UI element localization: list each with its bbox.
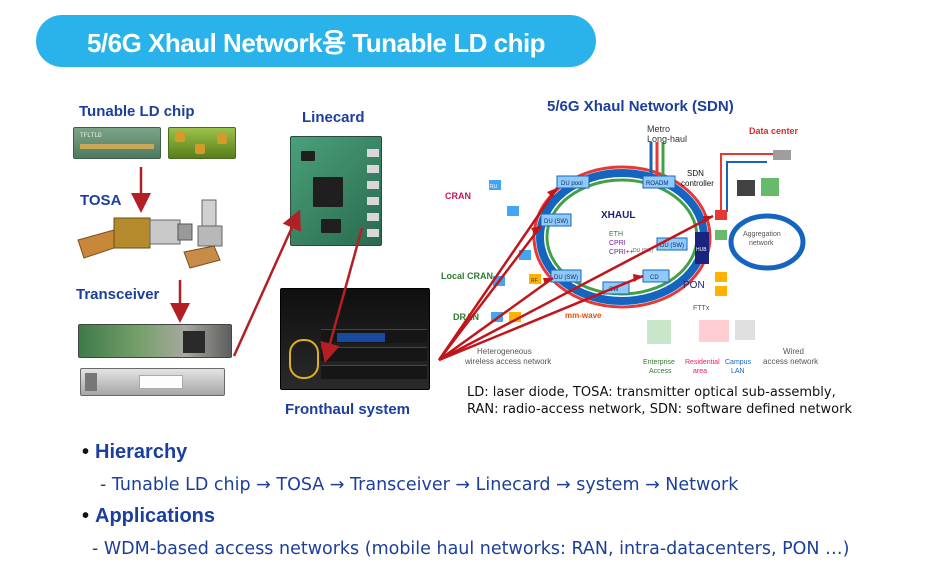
tunable-ld-chip-photo: TFLTLD [73, 127, 161, 159]
caption-line-2: RAN: radio-access network, SDN: software… [467, 402, 853, 417]
svg-text:Access: Access [649, 368, 672, 375]
svg-text:CRAN: CRAN [445, 191, 471, 201]
svg-text:CD: CD [650, 275, 659, 281]
hierarchy-text: - Tunable LD chip → TOSA → Transceiver →… [100, 475, 739, 495]
svg-text:Campus: Campus [725, 359, 752, 366]
svg-text:DU (SW): DU (SW) [633, 248, 653, 254]
transceiver-label: Transceiver [76, 286, 160, 303]
fronthaul-system-label: Fronthaul system [285, 401, 411, 418]
transceiver-photo-2 [80, 368, 225, 396]
svg-text:LAN: LAN [731, 368, 745, 375]
svg-text:ROADM: ROADM [646, 181, 668, 187]
svg-text:Residential: Residential [685, 359, 720, 366]
network-node-boxes: DU pool DU (SW) DU (SW) DU (SW) ROADM SW… [489, 150, 791, 344]
slide-title: 5/6G Xhaul Network용 Tunable LD chip [36, 15, 596, 67]
transceiver-photo [78, 324, 232, 358]
svg-text:Long-haul: Long-haul [647, 134, 687, 144]
svg-text:Local CRAN: Local CRAN [441, 271, 493, 281]
bullet-hierarchy: •Hierarchy [82, 441, 188, 463]
transceiver-label-sticker [139, 375, 183, 389]
caption-line-1: LD: laser diode, TOSA: transmitter optic… [467, 385, 836, 400]
svg-text:RU: RU [490, 184, 498, 190]
linecard-photo [290, 136, 382, 246]
tosa-photo [77, 199, 223, 269]
svg-text:area: area [693, 368, 707, 375]
svg-text:DRAN: DRAN [453, 312, 479, 322]
linecard-label: Linecard [302, 109, 365, 126]
svg-text:mm-wave: mm-wave [565, 311, 602, 320]
tunable-ld-chip-label: Tunable LD chip [79, 103, 195, 120]
network-title: 5/6G Xhaul Network (SDN) [547, 98, 734, 115]
chip-marking: TFLTLD [80, 132, 102, 139]
bullet-applications-heading: Applications [95, 505, 216, 527]
svg-text:ETH: ETH [609, 231, 623, 238]
svg-text:access network: access network [763, 357, 819, 366]
svg-text:CPRI: CPRI [609, 240, 626, 247]
tosa-label: TOSA [80, 192, 122, 209]
svg-text:SDN: SDN [687, 169, 704, 178]
svg-text:Metro: Metro [647, 124, 670, 134]
svg-text:Wired: Wired [783, 347, 804, 356]
abbreviation-caption: LD: laser diode, TOSA: transmitter optic… [467, 384, 852, 418]
svg-text:HUB: HUB [696, 247, 707, 253]
svg-text:RF: RF [531, 278, 538, 284]
svg-text:Aggregation: Aggregation [743, 231, 781, 238]
fronthaul-system-photo [280, 288, 430, 390]
svg-text:Enterprise: Enterprise [643, 359, 675, 366]
svg-text:PON: PON [683, 280, 705, 291]
svg-text:DU (SW): DU (SW) [544, 219, 568, 225]
svg-text:CPRI++: CPRI++ [609, 249, 634, 256]
svg-text:DU pool: DU pool [561, 181, 583, 187]
xhaul-network-diagram: 5/6G Xhaul Network (SDN) Metro Long-haul… [437, 98, 819, 375]
svg-text:network: network [749, 240, 774, 247]
svg-text:Data center: Data center [749, 126, 799, 136]
system-to-network-arrowheads [531, 188, 713, 285]
tunable-ld-chip-photo-2 [168, 127, 236, 159]
svg-text:FTTx: FTTx [693, 305, 710, 312]
svg-text:SW: SW [609, 287, 619, 293]
bullet-applications: •Applications [82, 505, 216, 527]
svg-text:wireless access network: wireless access network [464, 357, 552, 366]
bullet-hierarchy-heading: Hierarchy [95, 441, 188, 463]
svg-text:Heterogeneous: Heterogeneous [477, 347, 532, 356]
applications-text: - WDM-based access networks (mobile haul… [92, 539, 850, 559]
svg-text:XHAUL: XHAUL [601, 210, 635, 221]
svg-text:controller: controller [681, 179, 714, 188]
svg-text:DU (SW): DU (SW) [660, 243, 684, 249]
svg-text:DU (SW): DU (SW) [554, 275, 578, 281]
system-to-network-arrows [437, 187, 714, 362]
